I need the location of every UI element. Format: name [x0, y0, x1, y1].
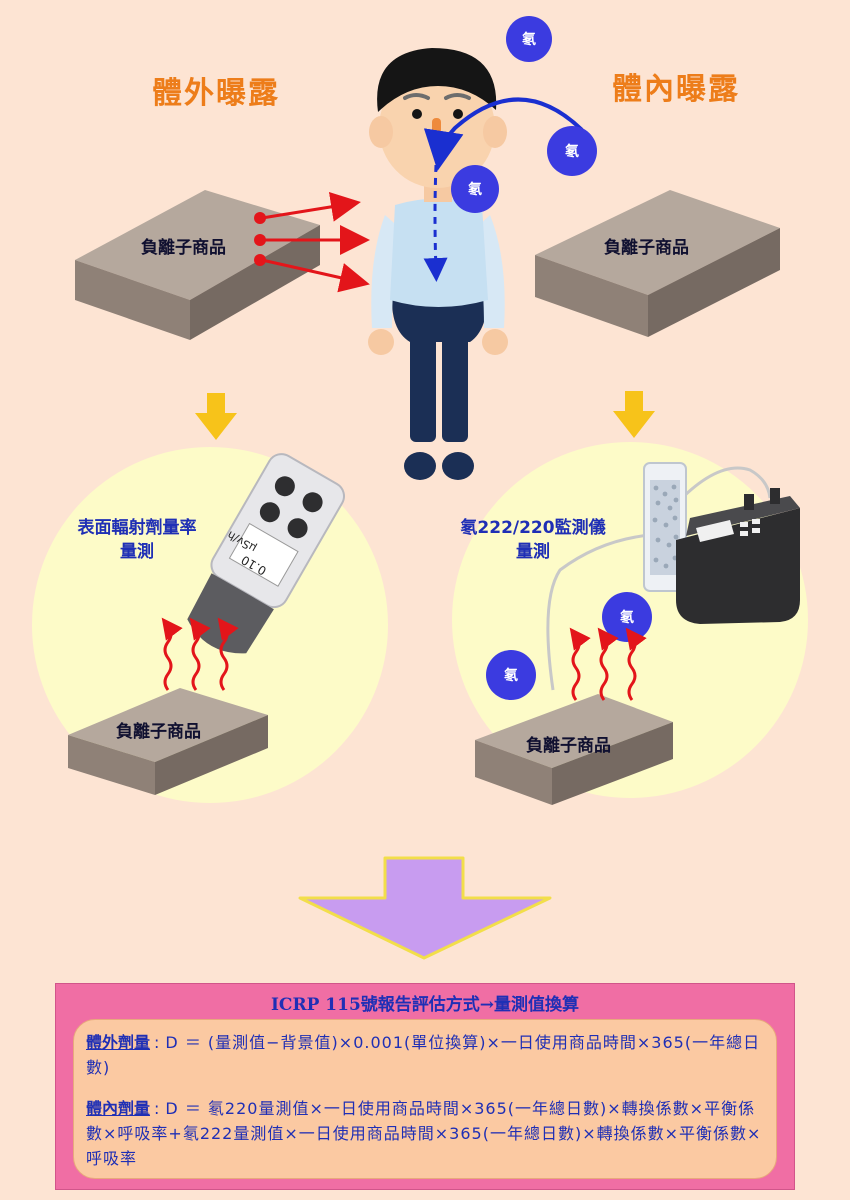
radon-icon-1: 氡 — [506, 16, 552, 62]
product-label-bottom-right: 負離子商品 — [526, 736, 611, 756]
radiation-waves-left — [161, 617, 239, 691]
radon-label: 氡 — [504, 667, 518, 684]
product-label-bottom-left: 負離子商品 — [116, 722, 201, 742]
formula-panel: ICRP 115號報告評估方式→量測值換算 體外劑量:D ＝ (量測值−背景值)… — [55, 983, 795, 1190]
radon-icon-4: 氡 — [602, 592, 652, 642]
inhalation-arrows — [423, 97, 584, 282]
right-measure-line2: 量測 — [516, 542, 550, 562]
right-measure-label: 氡222/220監測儀 量測 — [452, 516, 614, 564]
big-down-arrow — [298, 856, 552, 960]
product-slab-top-right — [535, 190, 780, 337]
internal-dose-formula: D ＝ 氡220量測值×一日使用商品時間×365(一年總日數)×轉換係數×平衡係… — [86, 1099, 762, 1168]
internal-dose-label: 體內劑量 — [86, 1099, 151, 1118]
diagram-scene: 氡 氡 氡 氡 氡 μSv/h 0.10 — [32, 16, 808, 960]
radon-monitor-icon — [546, 462, 800, 691]
product-label-top-left: 負離子商品 — [141, 238, 226, 258]
left-measure-line1: 表面輻射劑量率 — [77, 518, 197, 538]
down-arrow-right — [613, 391, 655, 438]
internal-dose-row: 體內劑量:D ＝ 氡220量測值×一日使用商品時間×365(一年總日數)×轉換係… — [86, 1099, 762, 1168]
external-dose-row: 體外劑量:D ＝ (量測值−背景值)×0.001(單位換算)×一日使用商品時間×… — [86, 1033, 761, 1077]
left-measure-label: 表面輻射劑量率 量測 — [66, 516, 208, 564]
product-label-top-right: 負離子商品 — [604, 238, 689, 258]
radon-icon-5: 氡 — [486, 650, 536, 700]
down-arrow-left — [195, 393, 237, 440]
person-figure — [368, 48, 508, 480]
external-dose-formula: D ＝ (量測值−背景值)×0.001(單位換算)×一日使用商品時間×365(一… — [86, 1033, 761, 1077]
internal-exposure-heading: 體內曝露 — [612, 72, 740, 107]
left-measure-line2: 量測 — [120, 542, 154, 562]
radon-label: 氡 — [522, 31, 536, 48]
radon-label: 氡 — [468, 181, 482, 198]
external-radiation-arrows — [254, 192, 370, 293]
right-measure-line1: 氡222/220監測儀 — [460, 518, 606, 538]
radon-icon-2: 氡 — [547, 126, 597, 176]
external-dose-label: 體外劑量 — [86, 1033, 151, 1052]
radon-icon-3: 氡 — [451, 165, 499, 213]
radiation-waves-right — [569, 627, 647, 701]
formula-content: 體外劑量:D ＝ (量測值−背景值)×0.001(單位換算)×一日使用商品時間×… — [73, 1019, 777, 1179]
product-slab-bottom-right — [475, 694, 673, 805]
product-slab-bottom-left — [68, 688, 268, 795]
external-exposure-heading: 體外曝露 — [152, 76, 280, 111]
radon-label: 氡 — [620, 609, 634, 626]
radon-label: 氡 — [565, 143, 579, 160]
formula-title: ICRP 115號報告評估方式→量測值換算 — [270, 995, 580, 1015]
